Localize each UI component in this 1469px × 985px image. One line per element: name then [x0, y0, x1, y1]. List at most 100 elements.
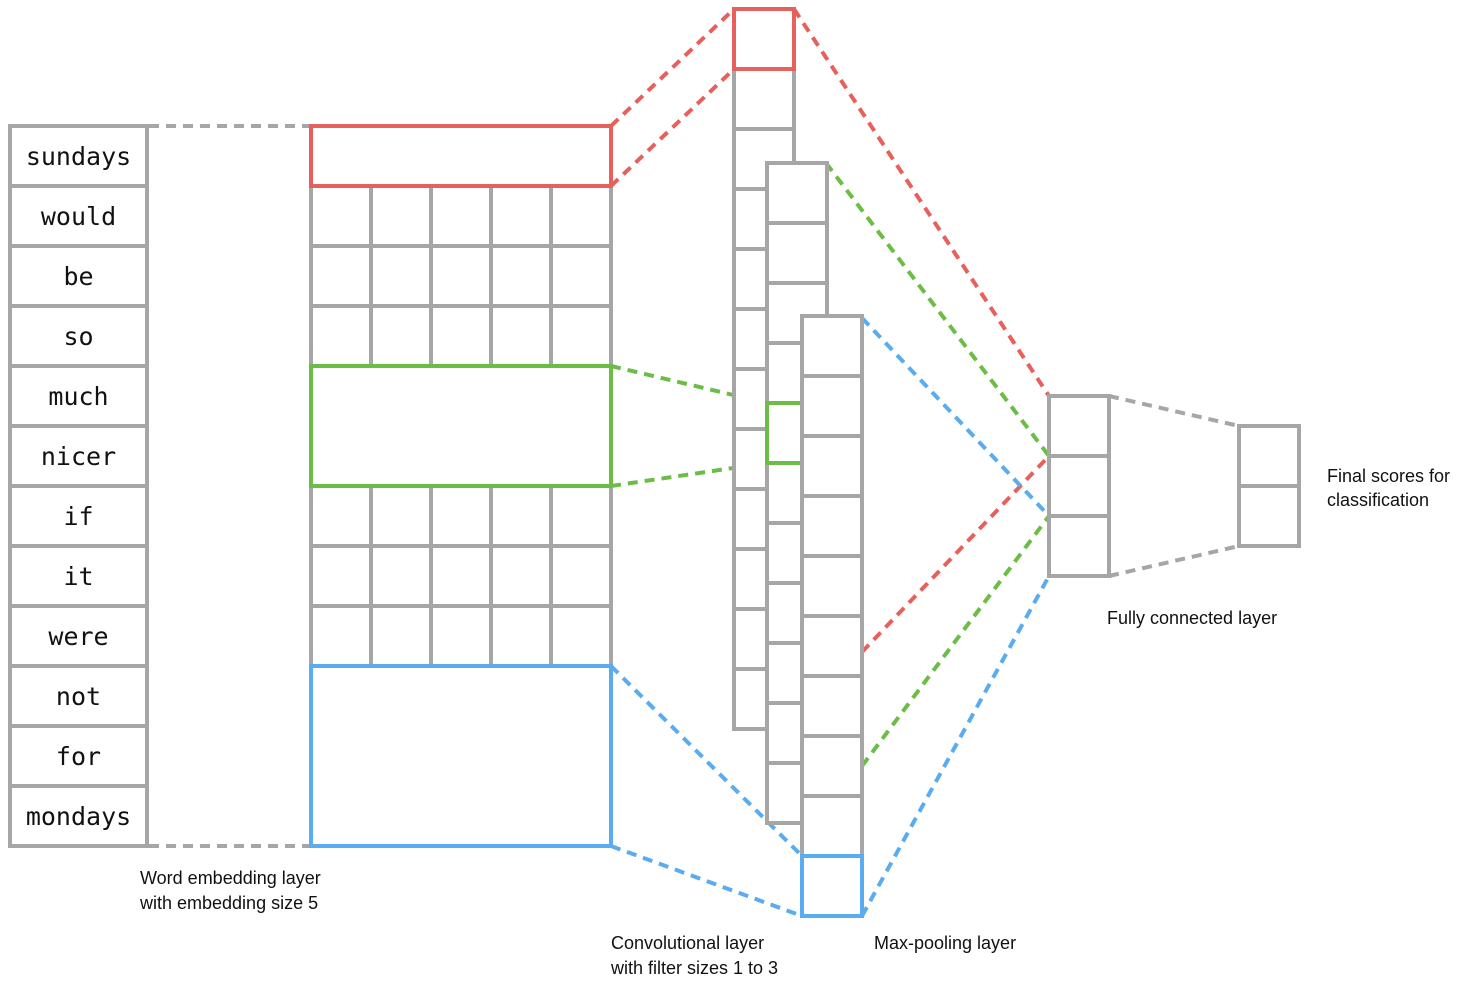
embedding-cell — [309, 544, 373, 608]
word-label: be — [63, 262, 93, 291]
connector-green — [610, 364, 768, 405]
embedding-cell — [309, 304, 373, 368]
caption-maxpool: Max-pooling layer — [874, 933, 1016, 953]
word-cell — [8, 724, 149, 788]
embedding-cell — [369, 604, 433, 668]
caption-conv-line2: with filter sizes 1 to 3 — [610, 958, 778, 978]
embedding-cell — [489, 184, 553, 248]
word-label: for — [56, 742, 101, 771]
feature-map-cell — [800, 614, 864, 678]
output-cell — [1237, 424, 1301, 488]
connector-blue — [860, 575, 1051, 917]
embedding-cell — [549, 544, 613, 608]
feature-map-cell — [800, 434, 864, 498]
output-cell — [1237, 484, 1301, 548]
embedding-cell — [309, 184, 373, 248]
embedding-cell — [369, 304, 433, 368]
word-label: it — [63, 562, 93, 591]
connector-green — [860, 514, 1051, 768]
word-label: nicer — [41, 442, 116, 471]
word-cell — [8, 244, 149, 308]
caption-fully-connected: Fully connected layer — [1107, 608, 1277, 628]
embedding-cell — [369, 484, 433, 548]
embedding-cell — [369, 184, 433, 248]
word-label: if — [63, 502, 93, 531]
embedding-cell — [429, 304, 493, 368]
embedding-cell — [549, 244, 613, 308]
feature-map-cell — [800, 314, 864, 378]
convolutional-layer — [732, 7, 864, 918]
embedding-cell — [489, 244, 553, 308]
word-label: not — [56, 682, 101, 711]
fully-connected-layer — [1047, 394, 1111, 578]
connector-red — [609, 7, 736, 128]
word-label: were — [48, 622, 108, 651]
output-layer — [1237, 424, 1301, 548]
connector-output — [1108, 544, 1240, 578]
word-label: mondays — [26, 802, 131, 831]
embedding-cell — [549, 604, 613, 668]
word-label: much — [48, 382, 108, 411]
embedding-cell — [429, 544, 493, 608]
max-pooled-blue — [800, 854, 864, 918]
caption-conv-line1: Convolutional layer — [611, 933, 764, 953]
embedding-cell — [309, 484, 373, 548]
embedding-cell — [369, 544, 433, 608]
feature-map-cell — [800, 734, 864, 798]
word-label: sundays — [26, 142, 131, 171]
connector-red — [792, 7, 1051, 398]
filter-window-size-3 — [309, 664, 613, 848]
embedding-cell — [369, 244, 433, 308]
embedding-cell — [489, 304, 553, 368]
filter-window-size-2 — [309, 364, 613, 488]
feature-map-cell — [765, 221, 829, 285]
feature-map-cell — [765, 161, 829, 225]
embedding-cell — [489, 544, 553, 608]
feature-map-cell — [800, 794, 864, 858]
embedding-cell — [309, 604, 373, 668]
connector-red — [609, 67, 736, 188]
embedding-cell — [429, 484, 493, 548]
embedding-cell — [429, 184, 493, 248]
word-cell — [8, 544, 149, 608]
feature-map-cell — [800, 554, 864, 618]
word-cell — [8, 784, 149, 848]
embedding-matrix — [309, 124, 613, 848]
embedding-cell — [489, 604, 553, 668]
word-cell — [8, 664, 149, 728]
connector-green — [824, 161, 1051, 458]
feature-map-cell — [800, 674, 864, 738]
max-pooled-red — [732, 7, 796, 71]
word-label: would — [41, 202, 116, 231]
word-cell — [8, 424, 149, 488]
connector-green — [610, 461, 768, 488]
filter-window-size-1 — [309, 124, 613, 188]
connector-blue — [860, 316, 1051, 518]
fc-cell — [1047, 454, 1111, 518]
captions: Word embedding layer with embedding size… — [139, 466, 1450, 978]
embedding-cell — [489, 484, 553, 548]
feature-map-cell — [800, 374, 864, 438]
word-cell — [8, 364, 149, 428]
caption-embedding-line1: Word embedding layer — [140, 868, 321, 888]
embedding-cell — [549, 484, 613, 548]
embedding-cell — [549, 304, 613, 368]
embedding-cell — [549, 184, 613, 248]
fc-cell — [1047, 514, 1111, 578]
caption-final-line2: classification — [1327, 490, 1429, 510]
embedding-cell — [429, 244, 493, 308]
connector-output — [1108, 394, 1240, 428]
fc-cell — [1047, 394, 1111, 458]
feature-map-cell — [732, 67, 796, 131]
word-cell — [8, 184, 149, 248]
caption-embedding-line2: with embedding size 5 — [139, 893, 318, 913]
caption-final-line1: Final scores for — [1327, 466, 1450, 486]
connector-blue — [610, 844, 803, 918]
embedding-cell — [429, 604, 493, 668]
word-label: so — [63, 322, 93, 351]
feature-map-cell — [800, 494, 864, 558]
word-column: sundays would be so much nicer if it were not for m… — [8, 124, 149, 848]
embedding-cell — [309, 244, 373, 308]
connector-red — [860, 454, 1051, 654]
